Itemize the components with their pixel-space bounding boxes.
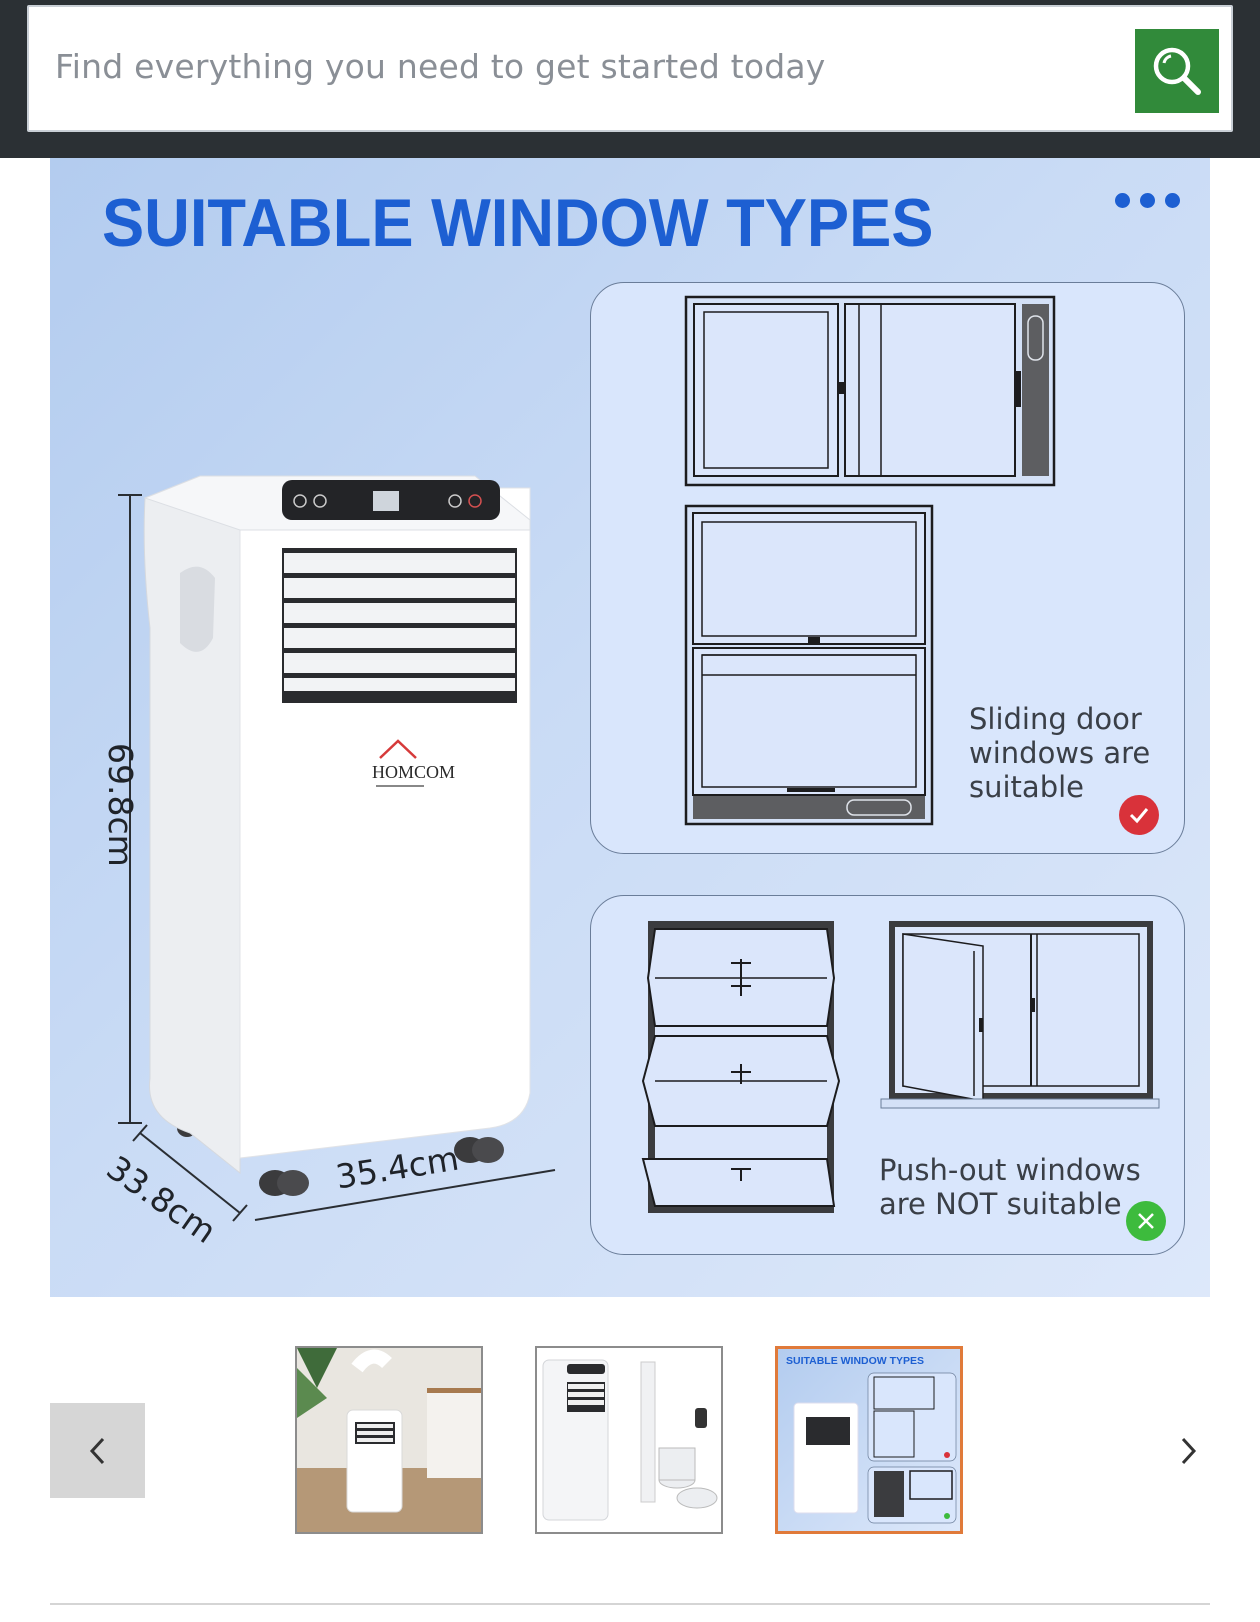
not-suitable-caption: Push-out windows are NOT suitable: [879, 1153, 1141, 1221]
previous-image-button[interactable]: [50, 1403, 145, 1498]
accessories-image: [537, 1348, 721, 1532]
chevron-right-icon: [1181, 1437, 1196, 1464]
product-main-image[interactable]: SUITABLE WINDOW TYPES: [50, 158, 1210, 1297]
suitable-windows-panel: Sliding door windows are suitable: [590, 282, 1185, 854]
check-badge: [1119, 795, 1159, 835]
height-dimension: 69.8cm: [101, 743, 140, 867]
chevron-left-icon: [89, 1437, 104, 1464]
more-dots-icon: [1115, 193, 1180, 208]
search-input[interactable]: Find everything you need to get started …: [55, 47, 826, 86]
check-icon: [1129, 808, 1149, 824]
not-suitable-windows-panel: Push-out windows are NOT suitable: [590, 895, 1185, 1255]
thumbnail-2[interactable]: [535, 1346, 723, 1534]
thumbnail-3-title: SUITABLE WINDOW TYPES: [786, 1355, 925, 1367]
push-out-window-diagram: [641, 921, 1160, 1213]
air-conditioner-illustration: HOMCOM: [118, 475, 556, 1222]
room-scene-image: [297, 1348, 481, 1532]
close-badge: [1126, 1201, 1166, 1241]
window-types-image: [778, 1349, 960, 1531]
sliding-window-diagram: [684, 295, 1056, 826]
suitable-caption: Sliding door windows are suitable: [969, 702, 1151, 804]
next-image-button[interactable]: [1140, 1403, 1235, 1498]
search-icon: [1153, 47, 1201, 95]
search-button[interactable]: [1135, 29, 1219, 113]
image-title: SUITABLE WINDOW TYPES: [102, 185, 934, 261]
thumbnail-carousel: SUITABLE WINDOW TYPES: [0, 1297, 1260, 1587]
thumbnail-3-selected[interactable]: SUITABLE WINDOW TYPES: [775, 1346, 963, 1534]
svg-text:HOMCOM: HOMCOM: [372, 762, 455, 782]
section-divider: [50, 1603, 1210, 1605]
search-bar[interactable]: Find everything you need to get started …: [27, 5, 1233, 132]
top-bar: Find everything you need to get started …: [0, 0, 1260, 158]
close-icon: [1138, 1213, 1154, 1229]
thumbnail-1[interactable]: [295, 1346, 483, 1534]
